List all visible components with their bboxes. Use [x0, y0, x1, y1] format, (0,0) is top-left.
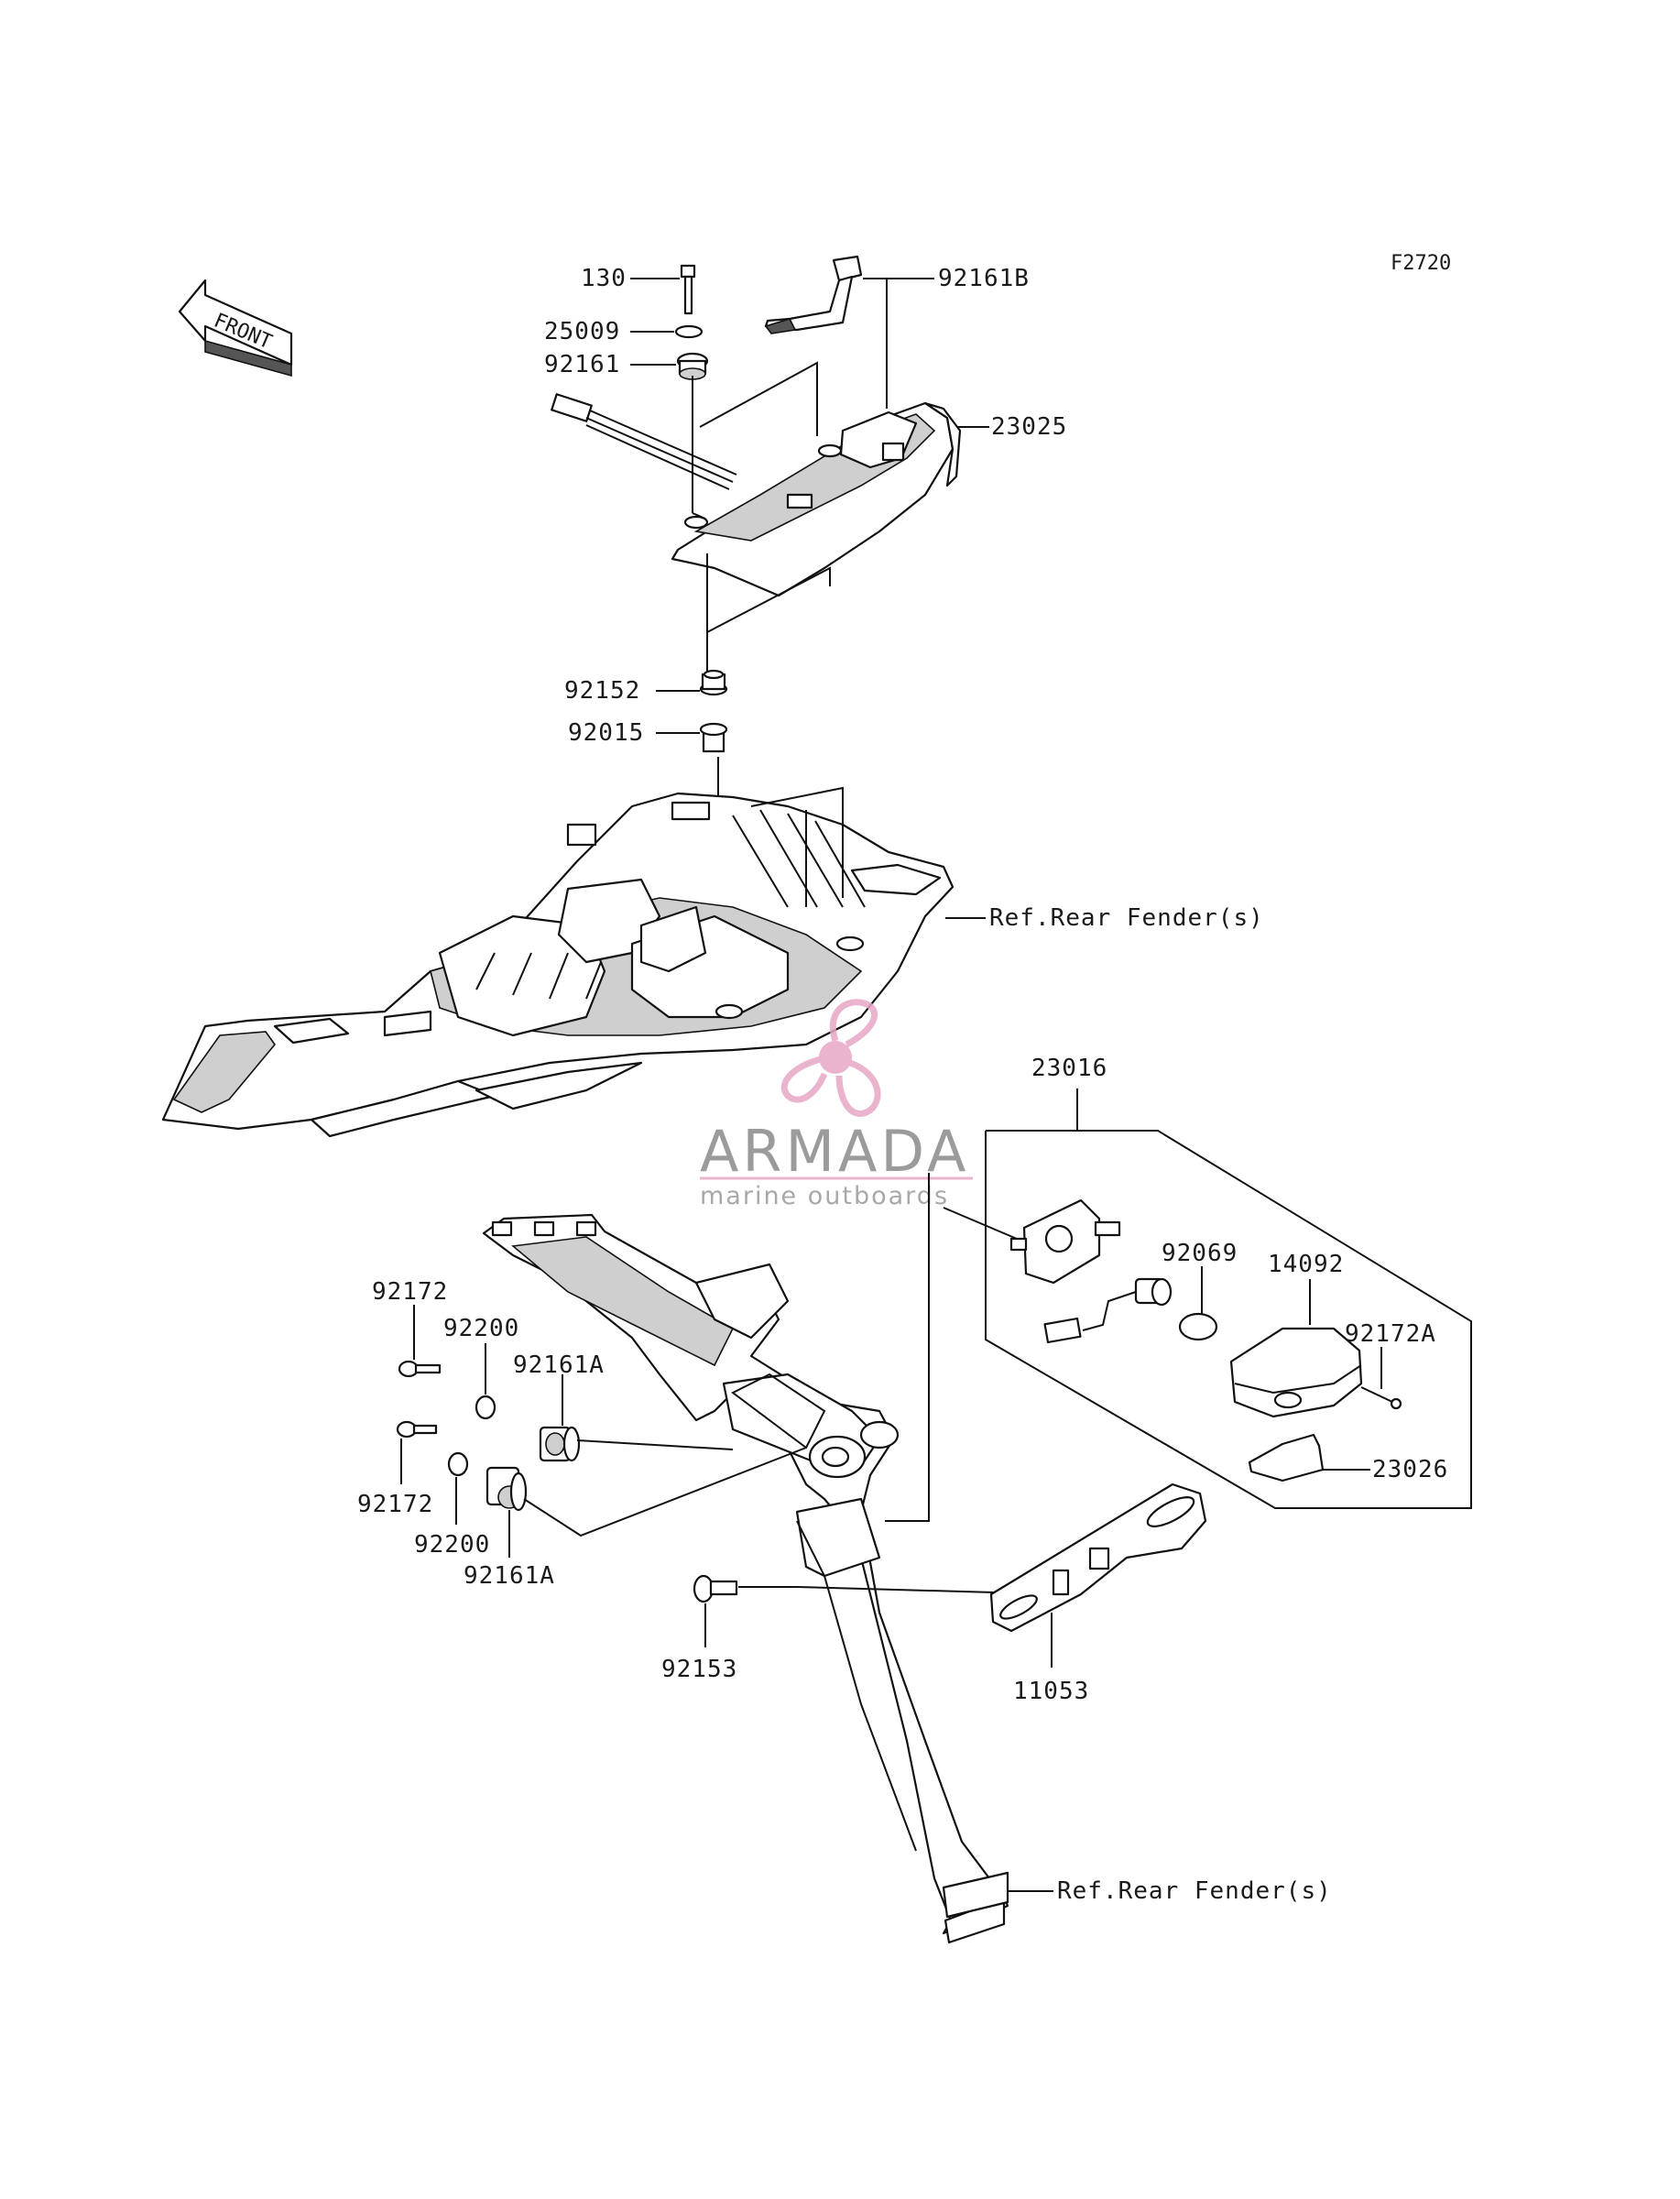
washer-92200-lower-icon [447, 1451, 469, 1477]
license-plate-bracket-11053-icon [989, 1482, 1207, 1633]
screw-92172A-icon [1360, 1386, 1402, 1410]
callout-92172A: 92172A [1345, 1320, 1436, 1348]
grommet-92161A-lower-icon [485, 1466, 528, 1512]
callout-92161A-lower: 92161A [464, 1562, 555, 1590]
assembly-23016-outline [985, 1130, 1472, 1509]
callout-92172-lower: 92172 [357, 1491, 433, 1518]
watermark-brand: ARMADA [700, 1118, 969, 1185]
armada-logo: ARMADA marine outboards [700, 999, 973, 1210]
callout-92161: 92161 [544, 351, 620, 378]
wire-harness-icon [551, 393, 737, 490]
lens-cover-14092-icon [1229, 1327, 1363, 1418]
screw-92172-lower-icon [396, 1420, 438, 1439]
callout-92153: 92153 [661, 1656, 737, 1683]
callout-ref-rear-fender-2: Ref.Rear Fender(s) [1057, 1877, 1332, 1905]
callout-92015: 92015 [568, 719, 644, 747]
callout-23016: 23016 [1031, 1055, 1107, 1082]
grommet-92161A-upper-icon [539, 1426, 581, 1462]
callout-92161A-upper: 92161A [513, 1351, 605, 1379]
screw-92172-upper-icon [398, 1360, 442, 1378]
grommet-92161-icon [676, 352, 709, 380]
washer-92200-upper-icon [475, 1395, 496, 1420]
washer-25009-icon [674, 324, 704, 339]
reflector-23026-icon [1248, 1433, 1325, 1482]
bulb-92069-icon [1178, 1312, 1218, 1341]
collar-92152-icon [699, 669, 728, 696]
callout-ref-rear-fender-1: Ref.Rear Fender(s) [989, 904, 1264, 932]
rear-fender-ref-icon [161, 786, 955, 1138]
callout-23026: 23026 [1372, 1456, 1448, 1483]
callout-11053: 11053 [1013, 1678, 1089, 1705]
callout-92161B: 92161B [938, 265, 1030, 292]
callout-92069: 92069 [1162, 1240, 1238, 1267]
callout-92200-upper: 92200 [443, 1315, 519, 1342]
callout-23025: 23025 [991, 413, 1067, 441]
front-arrow-icon: FRONT [178, 279, 293, 377]
callout-14092: 14092 [1268, 1251, 1344, 1278]
figure-code: F2720 [1391, 252, 1451, 275]
strap-92161B-icon [764, 255, 863, 334]
callout-130: 130 [581, 265, 627, 292]
bolt-130-icon [680, 264, 696, 315]
propeller-icon [780, 999, 881, 1117]
tail-cover-23025-icon [671, 401, 962, 597]
callout-25009: 25009 [544, 318, 620, 345]
callout-92172-upper: 92172 [372, 1278, 448, 1306]
callout-92200-lower: 92200 [414, 1531, 490, 1559]
bulb-socket-icon [1043, 1277, 1173, 1344]
screw-92153-icon [693, 1574, 738, 1603]
lamp-housing-icon [1009, 1198, 1121, 1285]
bracket-icon [482, 1213, 1009, 1944]
callout-92152: 92152 [564, 677, 640, 705]
watermark-tagline: marine outboards [700, 1182, 949, 1210]
collar-92015-icon [699, 722, 728, 753]
